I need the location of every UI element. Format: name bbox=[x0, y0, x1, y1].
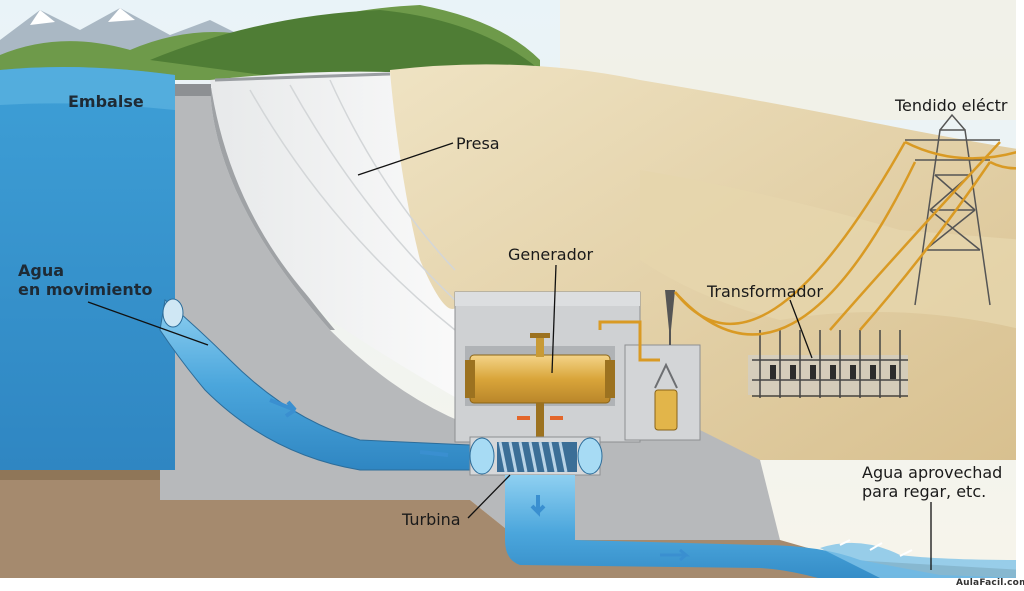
label-agua-en-movimiento: Agua en movimiento bbox=[18, 261, 152, 299]
label-embalse: Embalse bbox=[68, 92, 144, 111]
label-agua-aprov-line-1: Agua aprovechad bbox=[862, 463, 1003, 482]
label-generador: Generador bbox=[508, 245, 594, 264]
label-presa: Presa bbox=[456, 134, 500, 153]
label-tendido-electrico: Tendido eléctr bbox=[895, 96, 1008, 115]
label-agua-line-2: en movimiento bbox=[18, 280, 153, 299]
label-agua-line-1: Agua bbox=[18, 261, 65, 280]
label-transformador: Transformador bbox=[707, 282, 823, 301]
label-agua-aprovechada: Agua aprovechad para regar, etc. bbox=[862, 463, 1002, 501]
label-turbina: Turbina bbox=[402, 510, 461, 529]
label-agua-aprov-line-2: para regar, etc. bbox=[862, 482, 987, 501]
watermark-aulafacil: AulaFacil.com bbox=[956, 578, 1024, 588]
